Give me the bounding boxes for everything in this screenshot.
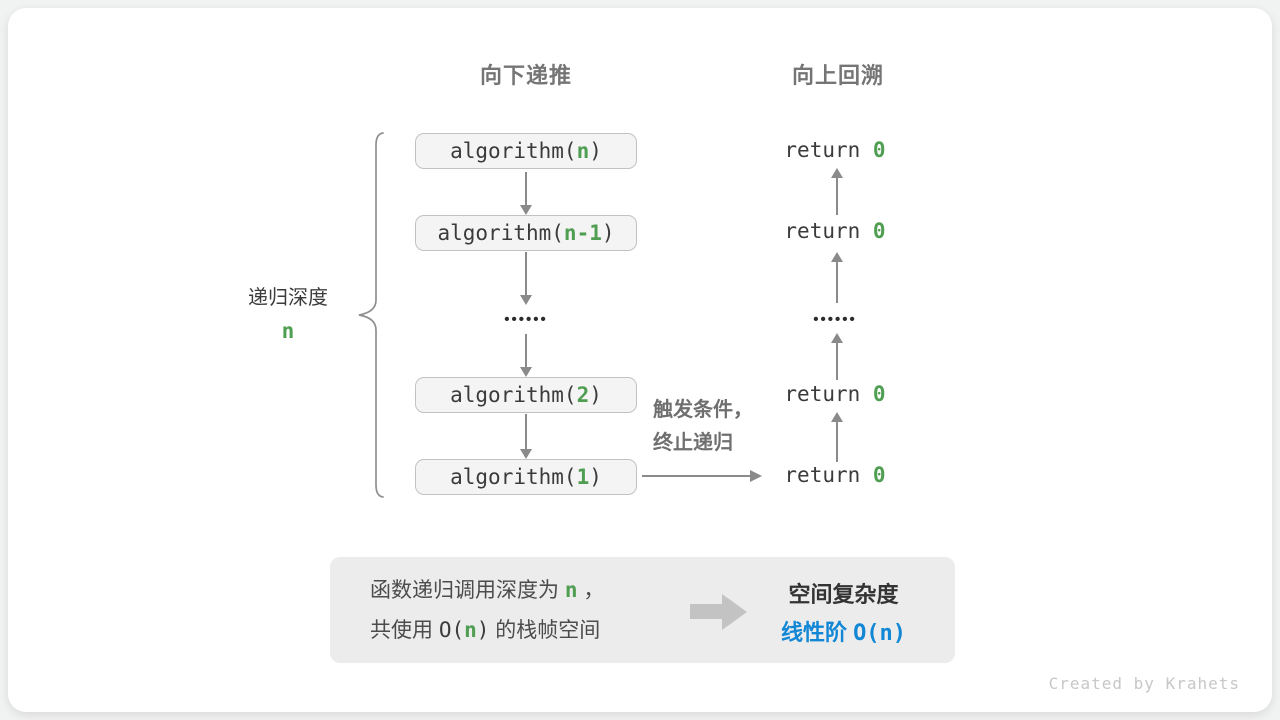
call-arg: 1: [576, 465, 590, 489]
trigger-line-2: 终止递归: [653, 432, 733, 454]
summary-code: ): [476, 618, 490, 642]
call-text: algorithm(: [437, 221, 564, 245]
return-value: 0: [872, 219, 886, 243]
return-text: return: [784, 463, 873, 487]
implies-arrow: [690, 593, 747, 630]
summary-line-2: 共使用 O(n) 的栈帧空间: [370, 612, 600, 648]
recurse-arrow-3: [519, 334, 532, 377]
call-text: ): [589, 139, 602, 163]
call-text: algorithm(: [450, 465, 577, 489]
call-text: ): [589, 465, 602, 489]
depth-brace: [358, 132, 384, 498]
call-arg: 2: [576, 383, 590, 407]
recurse-arrow-1: [519, 172, 532, 215]
result-value: 线性阶 O(n): [751, 615, 936, 647]
summary-line-1: 函数递归调用深度为 n ，: [370, 572, 604, 608]
summary-text: ，: [577, 579, 605, 602]
summary-box: [330, 557, 955, 663]
base-case-arrow: [642, 469, 762, 482]
summary-code: O(: [438, 618, 465, 642]
call-box-n: algorithm(n): [415, 133, 637, 169]
return-value: 0: [872, 463, 886, 487]
call-text: ): [601, 221, 615, 245]
depth-value: n: [281, 319, 295, 343]
backtrack-arrow-2: [830, 252, 843, 303]
trigger-label: 触发条件， 终止递归: [653, 394, 763, 460]
summary-text: 的栈帧空间: [489, 619, 601, 642]
ellipsis-left: ••••••: [504, 311, 548, 328]
return-text: return: [784, 138, 873, 162]
return-value: 0: [872, 138, 886, 162]
return-row-4: return 0: [740, 461, 930, 489]
backtrack-arrow-4: [830, 412, 843, 462]
call-text: algorithm(: [450, 139, 577, 163]
call-arg: n: [576, 139, 590, 163]
summary-var: n: [464, 618, 477, 642]
summary-text: 函数递归调用深度为: [370, 579, 565, 602]
result-title: 空间复杂度: [788, 582, 899, 607]
return-row-2: return 0: [740, 217, 930, 245]
summary-text: 共使用: [370, 619, 439, 642]
call-arg: n-1: [563, 221, 602, 245]
recurse-arrow-4: [519, 414, 532, 459]
depth-label: 递归深度: [248, 287, 328, 309]
return-value: 0: [872, 382, 886, 406]
return-text: return: [784, 219, 873, 243]
result-value-text: 线性阶: [780, 620, 854, 645]
header-backtrack-up: 向上回溯: [791, 63, 884, 88]
call-text: algorithm(: [450, 383, 577, 407]
call-text: ): [589, 383, 602, 407]
backtrack-arrow-3: [830, 333, 843, 380]
ellipsis-right: ••••••: [813, 311, 857, 328]
call-box-1: algorithm(1): [415, 459, 637, 495]
call-box-n-1: algorithm(n-1): [415, 215, 637, 251]
return-text: return: [784, 382, 873, 406]
trigger-line-1: 触发条件，: [653, 399, 753, 421]
call-box-2: algorithm(2): [415, 377, 637, 413]
header-recurse-down: 向下递推: [479, 63, 572, 88]
backtrack-arrow-1: [830, 168, 843, 215]
result-value-code: O(n): [853, 621, 907, 646]
return-row-1: return 0: [740, 136, 930, 164]
watermark: Created by Krahets: [1048, 674, 1240, 693]
summary-var: n: [564, 578, 578, 602]
recurse-arrow-2: [519, 252, 532, 305]
return-row-3: return 0: [740, 380, 930, 408]
